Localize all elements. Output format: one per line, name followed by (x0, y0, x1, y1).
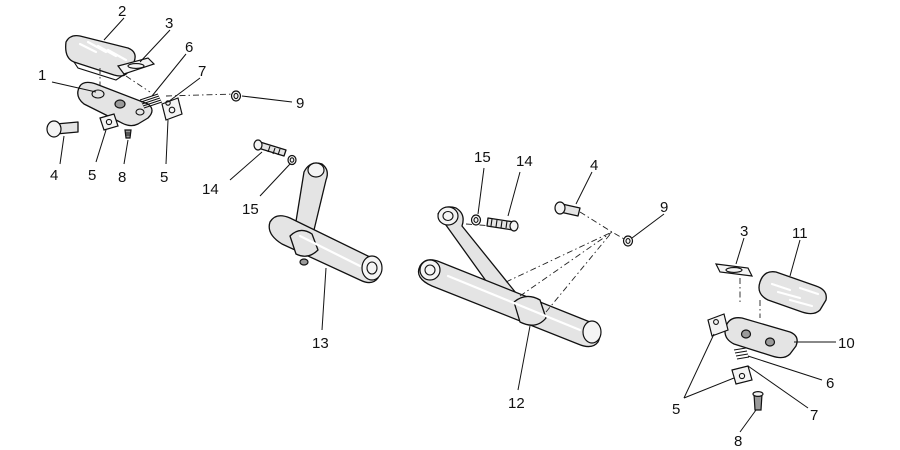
callout-12: 12 (508, 395, 525, 412)
part-8-screw-right (752, 391, 764, 411)
part-5-plate-right (161, 97, 183, 121)
part-12-right-footrest-bar (417, 206, 602, 348)
callout-13: 13 (312, 335, 329, 352)
callout-3: 3 (165, 15, 173, 32)
callout-2: 2 (118, 3, 126, 20)
callout-15-left: 15 (242, 201, 259, 218)
part-8-screw (124, 129, 132, 139)
callout-7: 7 (198, 63, 206, 80)
part-11-footpeg-rubber (758, 271, 827, 315)
callout-4: 4 (50, 167, 58, 184)
right-footrest-assembly (707, 263, 827, 411)
part-4-pin-center (554, 201, 581, 217)
callout-14-center: 14 (516, 153, 533, 170)
part-15-washer-left (287, 154, 297, 166)
leader-lines (51, 17, 836, 433)
callout-5-right: 5 (160, 169, 168, 186)
callout-1: 1 (38, 67, 46, 84)
part-1-footpeg-bracket (77, 81, 153, 127)
left-footrest-assembly (46, 34, 242, 139)
callout-6-right: 6 (826, 375, 834, 392)
callout-5-bottom: 5 (672, 401, 680, 418)
part-6-spring (139, 93, 163, 109)
callout-numbers: 2 3 1 6 7 9 4 5 8 5 14 15 13 15 14 4 9 1… (38, 3, 855, 450)
part-9-washer (230, 90, 242, 102)
callout-15-center: 15 (474, 149, 491, 166)
callout-3-right: 3 (740, 223, 748, 240)
part-14-bolt-left (253, 139, 287, 157)
callout-10: 10 (838, 335, 855, 352)
part-14-bolt-center (486, 217, 519, 232)
part-9-washer-right (622, 235, 634, 247)
part-5-plate-lower (731, 365, 753, 385)
part-5-plate-left (99, 113, 119, 131)
part-10-footpeg-bracket (724, 317, 798, 359)
callout-5-left: 5 (88, 167, 96, 184)
callout-8: 8 (118, 169, 126, 186)
part-13-left-footrest-bar (268, 162, 383, 284)
part-4-pin (46, 120, 79, 138)
callout-9: 9 (296, 95, 304, 112)
callout-14-left: 14 (202, 181, 219, 198)
callout-11: 11 (792, 225, 808, 242)
part-5-plate-upper (707, 313, 729, 337)
callout-7-right: 7 (810, 407, 818, 424)
callout-9-right: 9 (660, 199, 668, 216)
part-3-plate (116, 57, 156, 75)
callout-6: 6 (185, 39, 193, 56)
part-15-washer-center (470, 214, 482, 226)
part-6-spring-right (733, 347, 750, 360)
callout-4-center: 4 (590, 157, 598, 174)
part-3-plate-right (714, 263, 754, 277)
callout-8-right: 8 (734, 433, 742, 450)
